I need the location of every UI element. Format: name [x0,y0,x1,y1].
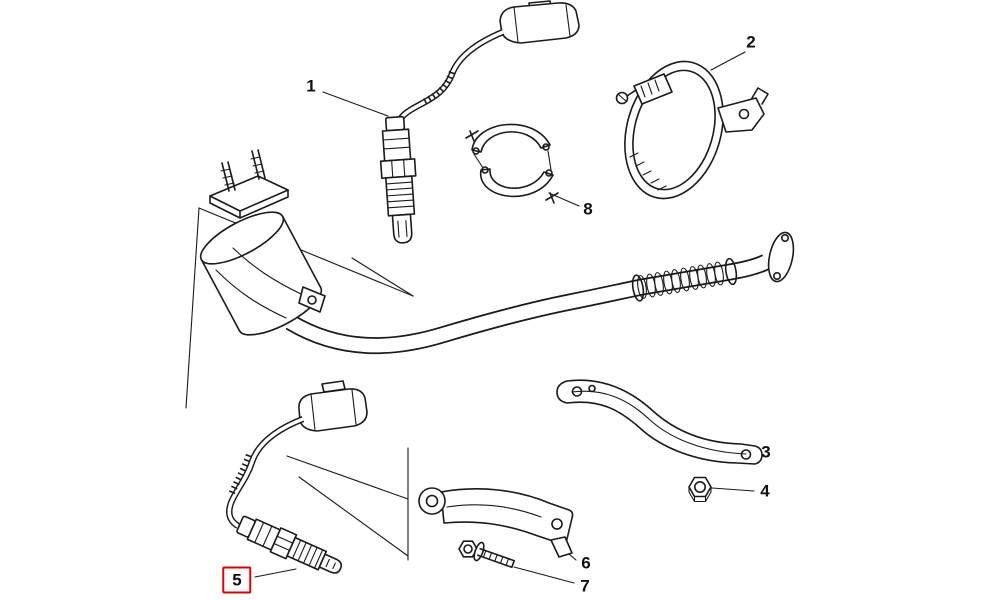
callout-8[interactable]: 8 [583,199,593,219]
part-5-oxygen-sensor-drawing [226,380,368,574]
callout-4[interactable]: 4 [760,481,770,501]
pipe-end-flange [767,231,795,283]
callout-5[interactable]: 5 [222,566,252,594]
flange-studs [220,149,266,192]
catalytic-converter-drawing [199,149,326,336]
callout-1[interactable]: 1 [306,76,316,96]
callout-6[interactable]: 6 [581,553,591,573]
converter-flange [209,175,289,219]
part-7-bolt-drawing [458,540,515,569]
part-1-oxygen-sensor-drawing [379,0,580,244]
part-8-pipe-clamp-drawing [465,123,559,204]
callout-7[interactable]: 7 [580,576,590,596]
part-6-bracket-drawing [418,487,574,558]
part-2-clamp-band-drawing [615,60,769,200]
callout-2[interactable]: 2 [746,32,756,52]
callout-3[interactable]: 3 [761,442,771,462]
exhaust-pipe-drawing [285,231,795,355]
part-4-nut-drawing [688,476,712,503]
part-3-bracket-drawing [556,379,763,465]
reference-lines [185,207,414,561]
flex-section [631,257,738,302]
